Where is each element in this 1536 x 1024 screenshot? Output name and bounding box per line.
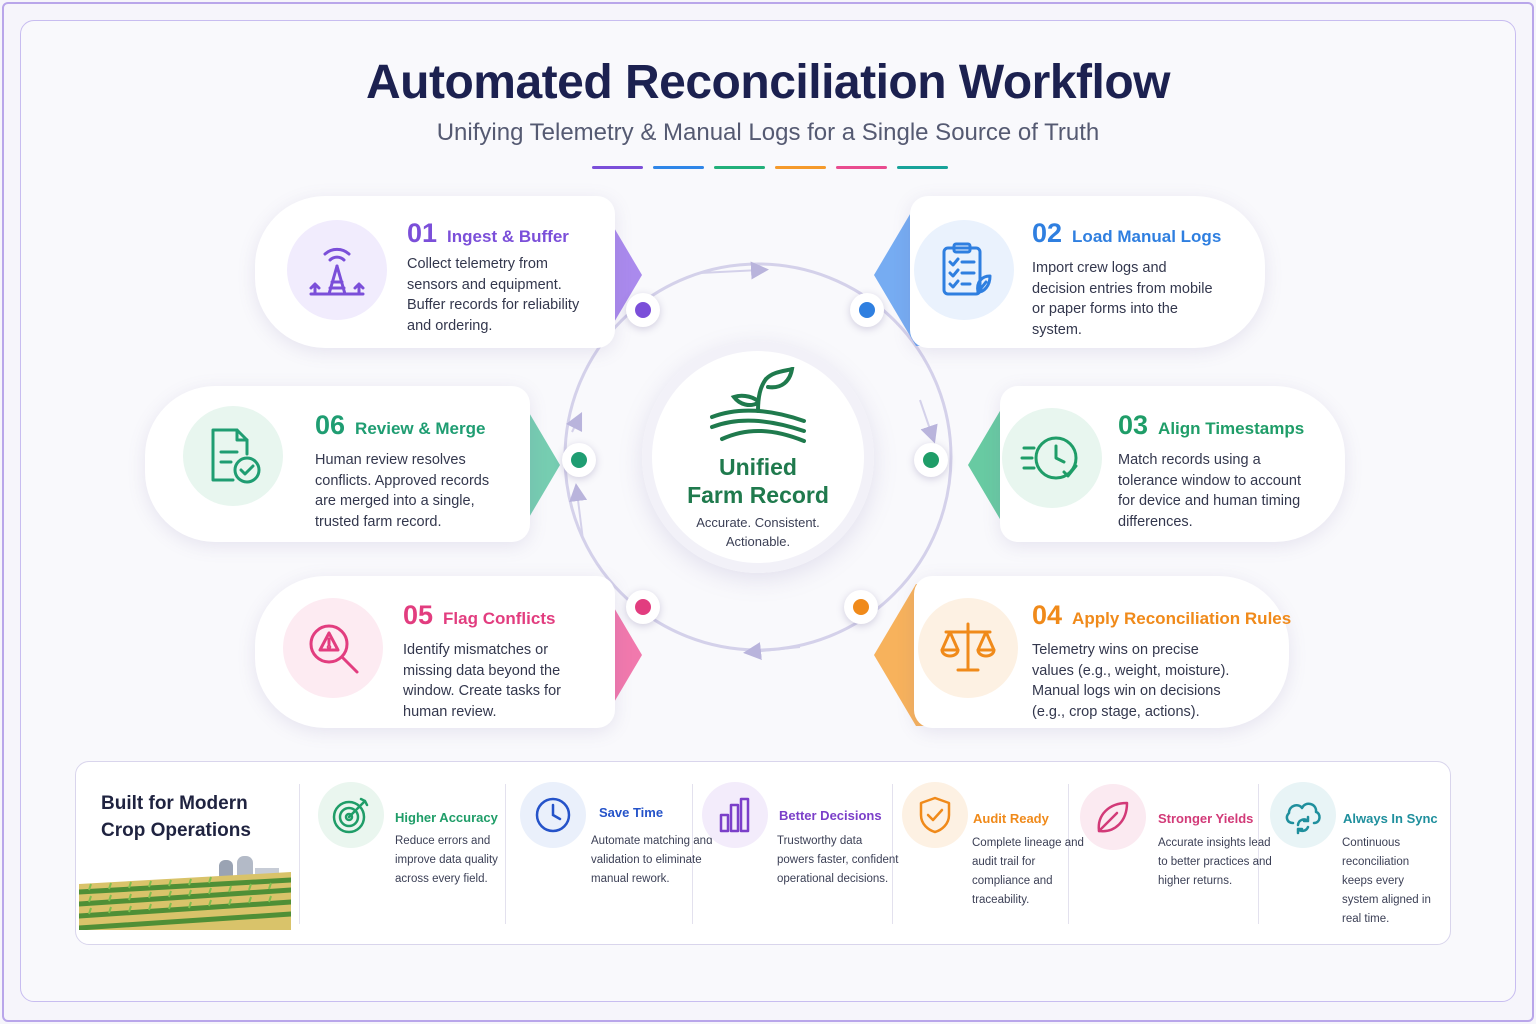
bar-chart-icon xyxy=(719,797,750,833)
benefit-description: Automate matching and validation to elim… xyxy=(591,835,713,885)
page-title: Automated Reconciliation Workflow xyxy=(366,56,1171,109)
balance-scale-icon xyxy=(940,622,996,672)
benefits-panel: Built for Modern Crop Operations Higher … xyxy=(75,761,1451,945)
step-description: Human review resolves conflicts. Approve… xyxy=(315,452,490,530)
benefit-icon-badge xyxy=(1080,784,1146,850)
step-card-05: 05 Flag Conflicts Identify mismatches or… xyxy=(255,576,615,728)
panel-divider xyxy=(692,784,693,924)
step-number: 01 xyxy=(407,218,438,248)
step-01-heading: 01 Ingest & Buffer xyxy=(407,218,569,249)
center-title: Unified Farm Record xyxy=(687,454,829,508)
color-dash xyxy=(653,166,704,169)
step-03-connector-dot xyxy=(914,443,948,477)
panel-divider xyxy=(1068,784,1069,924)
benefit-title: Save Time xyxy=(599,805,664,820)
cloud-sync-icon xyxy=(1285,802,1321,835)
clipboard-checklist-icon xyxy=(942,242,992,296)
benefit-icon-badge xyxy=(1270,782,1336,848)
step-card-02: 02 Load Manual Logs Import crew logs and… xyxy=(910,196,1265,348)
color-dash xyxy=(775,166,826,169)
step-title: Load Manual Logs xyxy=(1072,227,1222,246)
color-dash xyxy=(592,166,643,169)
step-01-icon-badge xyxy=(287,220,387,320)
color-dash-row xyxy=(592,166,948,169)
benefit-icon-badge xyxy=(318,782,384,848)
step-number: 02 xyxy=(1032,218,1063,248)
step-05-heading: 05 Flag Conflicts xyxy=(403,600,555,631)
warning-magnifier-icon xyxy=(309,624,359,674)
step-02-heading: 02 Load Manual Logs xyxy=(1032,218,1221,249)
step-title: Flag Conflicts xyxy=(443,609,556,628)
step-description: Telemetry wins on precise values (e.g., … xyxy=(1032,642,1230,720)
step-06-heading: 06 Review & Merge xyxy=(315,410,485,441)
step-number: 04 xyxy=(1032,600,1063,630)
color-dash xyxy=(714,166,765,169)
step-description: Collect telemetry from sensors and equip… xyxy=(407,256,580,334)
benefit-title: Higher Accuracy xyxy=(395,810,498,825)
benefit-title: Audit Ready xyxy=(973,811,1049,826)
panel-divider xyxy=(892,784,893,924)
step-02-connector-dot xyxy=(850,293,884,327)
clock-icon xyxy=(535,797,571,833)
step-03-heading: 03 Align Timestamps xyxy=(1118,410,1304,441)
benefit-description: Continuous reconciliation keeps every sy… xyxy=(1342,837,1431,925)
step-01-connector-dot xyxy=(626,293,660,327)
target-icon xyxy=(332,797,369,834)
center-subtitle: Accurate. Consistent. Actionable. xyxy=(696,515,820,549)
benefit-icon-badge xyxy=(702,782,768,848)
benefit-description: Accurate insights lead to better practic… xyxy=(1158,837,1272,887)
step-card-03: 03 Align Timestamps Match records using … xyxy=(1000,386,1345,542)
benefit-icon-badge xyxy=(902,782,968,848)
page-subtitle: Unifying Telemetry & Manual Logs for a S… xyxy=(436,119,1100,146)
unified-record-hub: Unified Farm Record Accurate. Consistent… xyxy=(642,341,874,573)
step-04-heading: 04 Apply Reconciliation Rules xyxy=(1032,600,1291,631)
farm-field-illustration xyxy=(79,856,291,930)
panel-divider xyxy=(1258,784,1259,924)
step-05-icon-badge xyxy=(283,598,383,698)
benefit-description: Complete lineage and audit trail for com… xyxy=(972,837,1084,906)
benefit-title: Always In Sync xyxy=(1343,811,1438,826)
document-check-icon xyxy=(211,428,261,484)
step-04-connector-dot xyxy=(844,590,878,624)
step-description: Import crew logs and decision entries fr… xyxy=(1032,260,1213,338)
step-description: Identify mismatches or missing data beyo… xyxy=(403,642,561,720)
benefit-description: Reduce errors and improve data quality a… xyxy=(395,835,498,885)
benefits-panel-title: Built for Modern Crop Operations xyxy=(101,793,251,841)
leaf-icon xyxy=(1097,801,1129,833)
step-card-04: 04 Apply Reconciliation Rules Telemetry … xyxy=(914,576,1291,728)
step-number: 05 xyxy=(403,600,434,630)
panel-divider xyxy=(505,784,506,924)
step-02-icon-badge xyxy=(914,220,1014,320)
benefit-title: Better Decisions xyxy=(779,808,882,823)
step-number: 03 xyxy=(1118,410,1149,440)
step-card-06: 06 Review & Merge Human review resolves … xyxy=(145,386,530,542)
step-description: Match records using a tolerance window t… xyxy=(1118,452,1301,530)
step-title: Ingest & Buffer xyxy=(447,227,569,246)
step-title: Review & Merge xyxy=(355,419,486,438)
benefit-title: Stronger Yields xyxy=(1158,811,1254,826)
color-dash xyxy=(897,166,948,169)
sprout-field-icon xyxy=(710,367,806,443)
benefit-icon-badge xyxy=(520,782,586,848)
step-number: 06 xyxy=(315,410,346,440)
benefit-description: Trustworthy data powers faster, confiden… xyxy=(777,835,899,885)
clock-icon xyxy=(1020,436,1078,480)
signal-tower-icon xyxy=(309,247,365,296)
step-06-connector-dot xyxy=(562,443,596,477)
step-04-icon-badge xyxy=(918,598,1018,698)
step-title: Align Timestamps xyxy=(1158,419,1305,438)
color-dash xyxy=(836,166,887,169)
step-06-icon-badge xyxy=(183,406,283,506)
step-03-icon-badge xyxy=(1002,408,1102,508)
shield-check-icon xyxy=(919,796,951,834)
step-title: Apply Reconciliation Rules xyxy=(1072,609,1292,628)
step-05-connector-dot xyxy=(626,590,660,624)
step-card-01: 01 Ingest & Buffer Collect telemetry fro… xyxy=(255,196,615,348)
panel-divider xyxy=(299,784,300,924)
